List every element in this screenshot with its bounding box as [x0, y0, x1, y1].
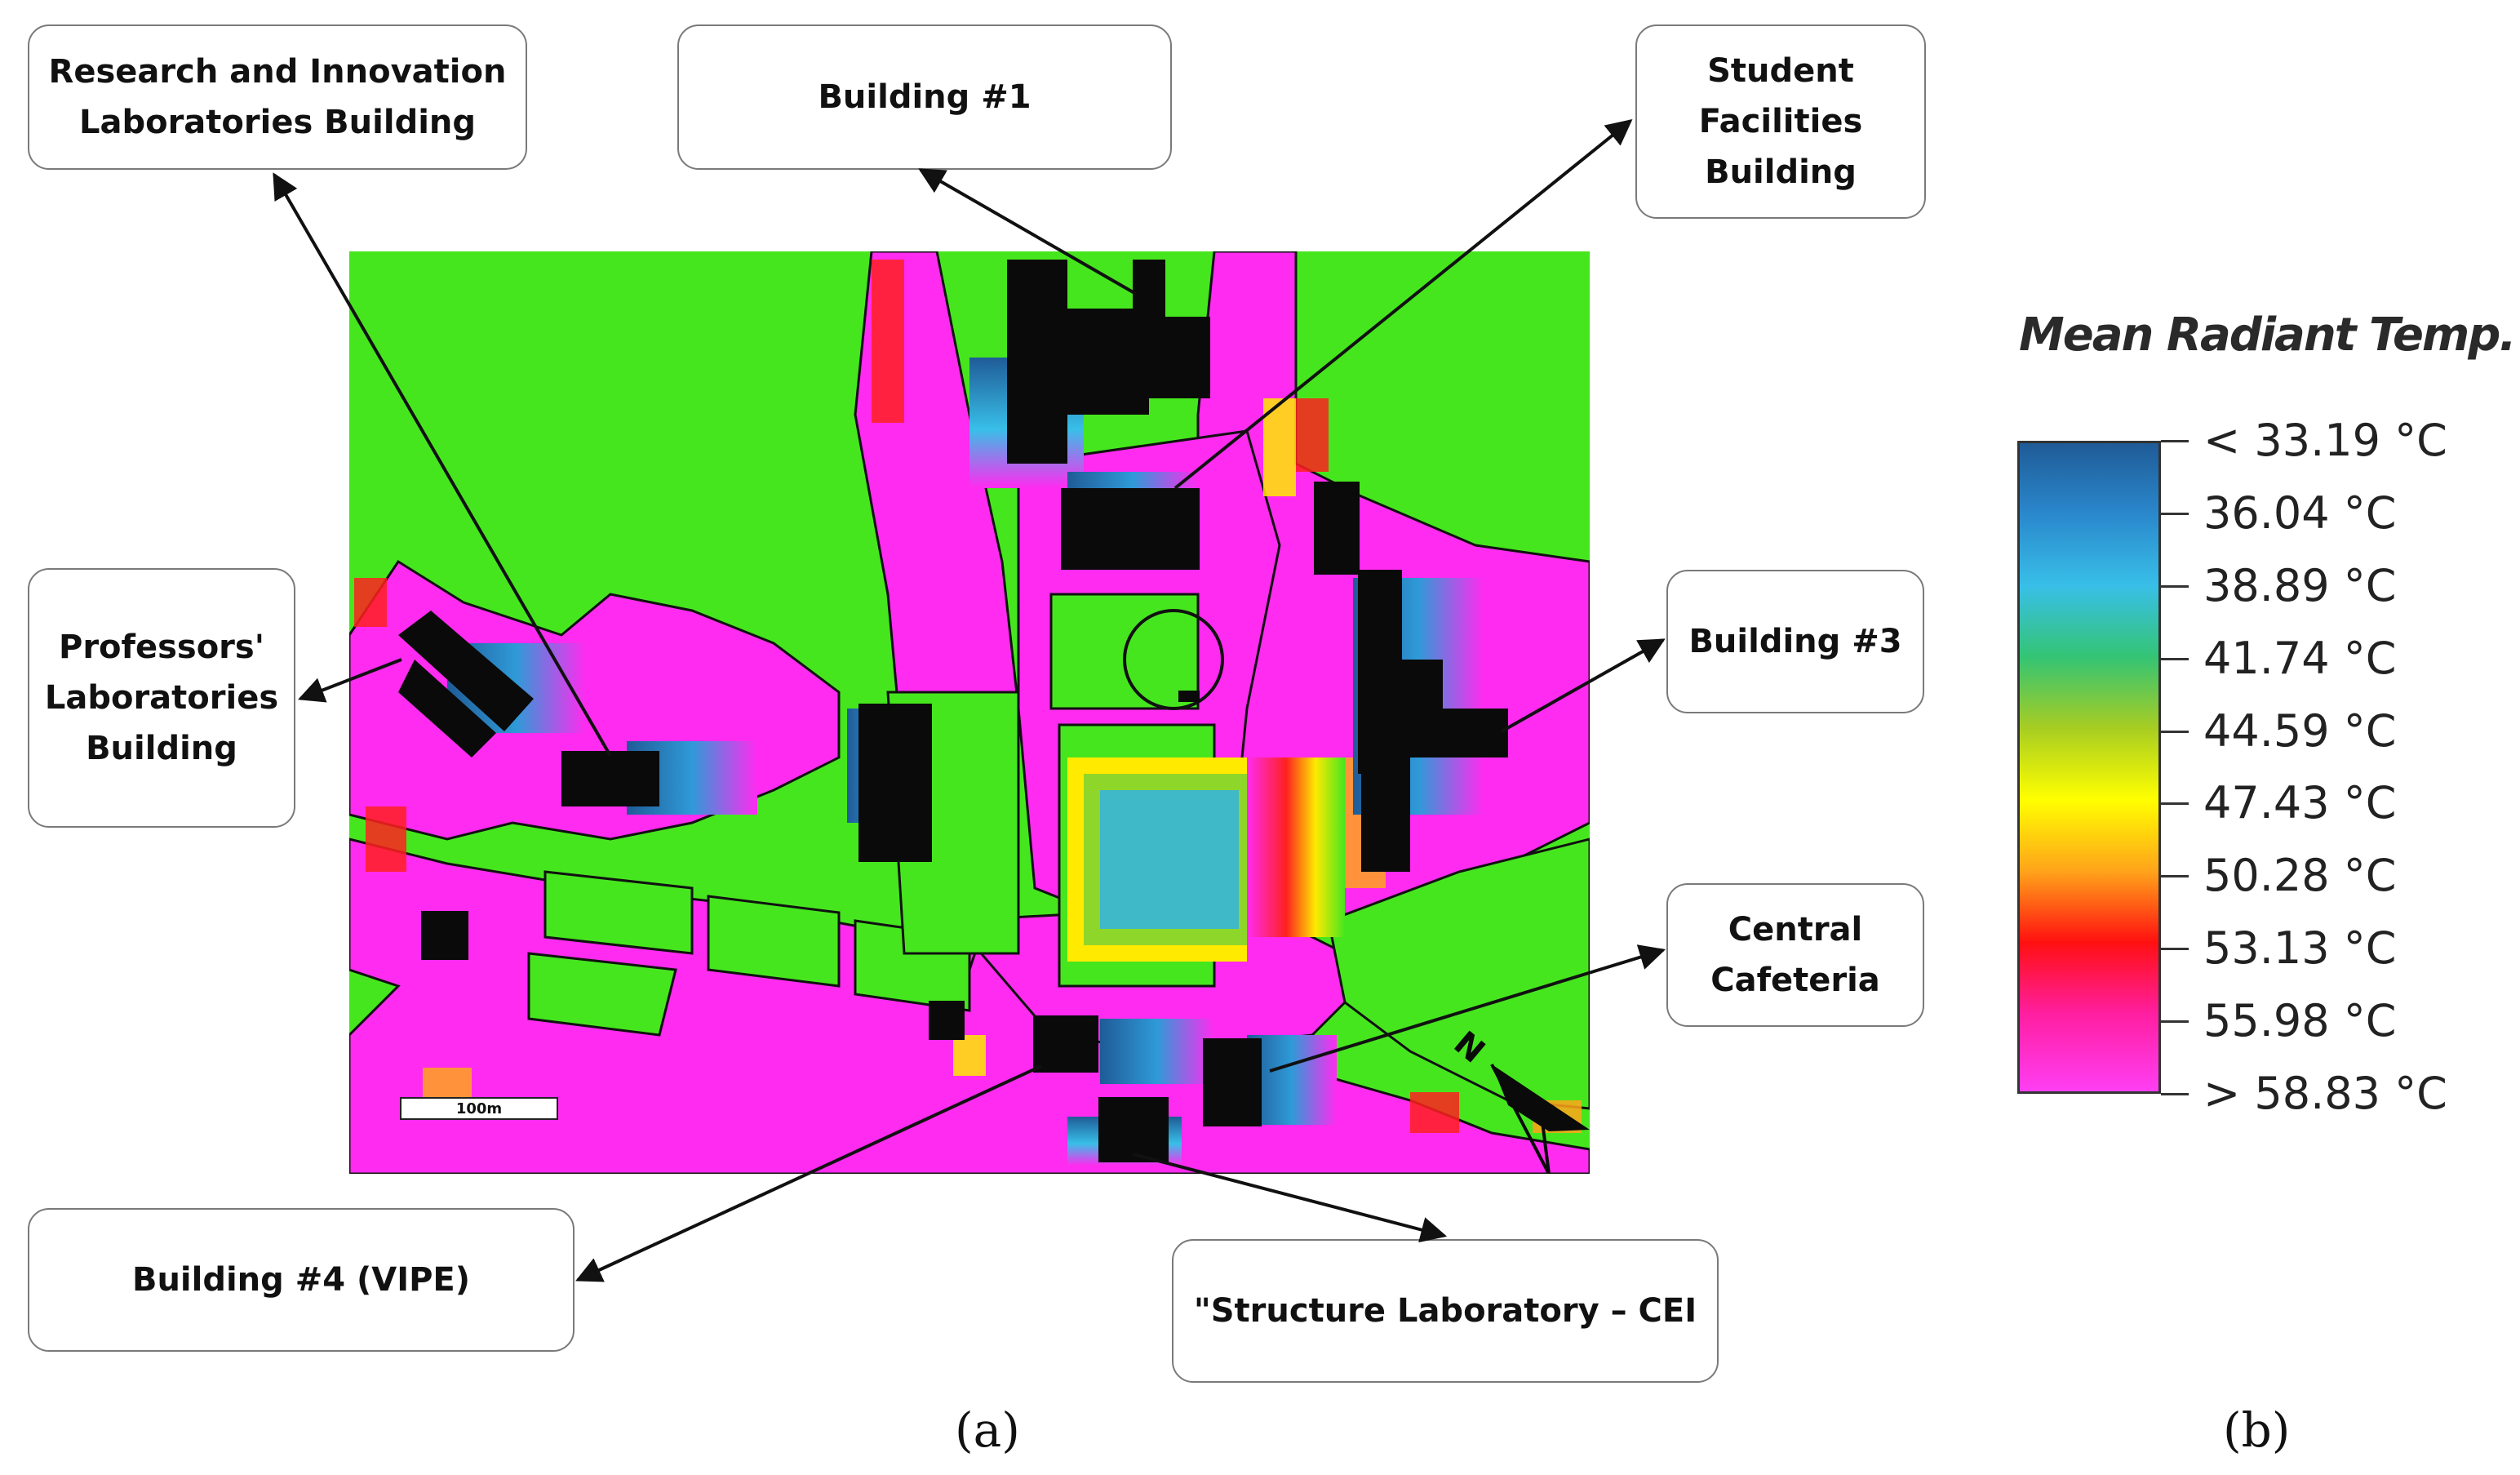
building-1 [1007, 260, 1210, 464]
legend-tick-label: 55.98 °C [2203, 995, 2397, 1047]
thermal-map: N [349, 251, 1590, 1174]
scale-bar: 100m [400, 1097, 558, 1120]
legend-tick-label: 44.59 °C [2203, 704, 2397, 757]
scale-bar-label: 100m [455, 1100, 503, 1117]
legend-tick-label: 36.04 °C [2203, 486, 2397, 539]
small-building-west [421, 911, 468, 960]
courtyard-warm-zone [1067, 609, 1345, 962]
buildings [398, 260, 1508, 1162]
legend-tick-label: 41.74 °C [2203, 632, 2397, 684]
panel-label-a: (a) [955, 1402, 1020, 1458]
legend-tick-label: > 58.83 °C [2203, 1068, 2447, 1119]
lecture-building [858, 704, 932, 862]
callout-student-facilities: Student Facilities Building [1635, 24, 1926, 219]
legend-tick-label: 47.43 °C [2203, 777, 2397, 829]
legend-tick-label: 38.89 °C [2203, 559, 2397, 611]
legend-tick-mark [2161, 512, 2189, 515]
legend-tick-mark [2161, 802, 2189, 806]
research-laboratories-building [561, 751, 659, 806]
small-building-center [929, 1001, 965, 1040]
callout-structure-laboratory: "Structure Laboratory – CEI [1172, 1239, 1719, 1383]
legend-tick-mark [2161, 1020, 2189, 1024]
legend-tick-label: < 33.19 °C [2203, 415, 2447, 466]
legend-tick-mark [2161, 1093, 2189, 1095]
callout-central-cafeteria: Central Cafeteria [1666, 883, 1924, 1027]
structure-laboratory-cei [1098, 1097, 1169, 1162]
annex-building [1314, 482, 1360, 575]
legend-tick-mark [2161, 948, 2189, 951]
legend-title: Mean Radiant Temp. [2019, 309, 2517, 362]
legend-tick-mark [2161, 875, 2189, 878]
panel-label-b: (b) [2223, 1402, 2291, 1458]
legend-tick-label: 53.13 °C [2203, 922, 2397, 975]
callout-building-3: Building #3 [1666, 570, 1924, 713]
thermal-map-canvas: N [349, 251, 1590, 1174]
legend-color-bar [2017, 441, 2161, 1094]
legend-tick-mark [2161, 730, 2189, 733]
callout-building-4: Building #4 (VIPE) [28, 1208, 575, 1352]
callout-building-1: Building #1 [677, 24, 1172, 170]
legend-tick-mark [2161, 584, 2189, 588]
legend-tick-mark [2161, 440, 2189, 442]
legend-tick-label: 50.28 °C [2203, 850, 2397, 902]
student-facilities-building [1061, 488, 1200, 570]
callout-professors-laboratories: Professors' Laboratories Building [28, 568, 295, 828]
callout-research-laboratories: Research and Innovation Laboratories Bui… [28, 24, 527, 170]
building-3 [1358, 570, 1508, 872]
building-4-vipe [1033, 1015, 1098, 1073]
courtyard-kiosk [1178, 691, 1200, 702]
legend-tick-mark [2161, 657, 2189, 660]
central-cafeteria [1203, 1038, 1262, 1126]
